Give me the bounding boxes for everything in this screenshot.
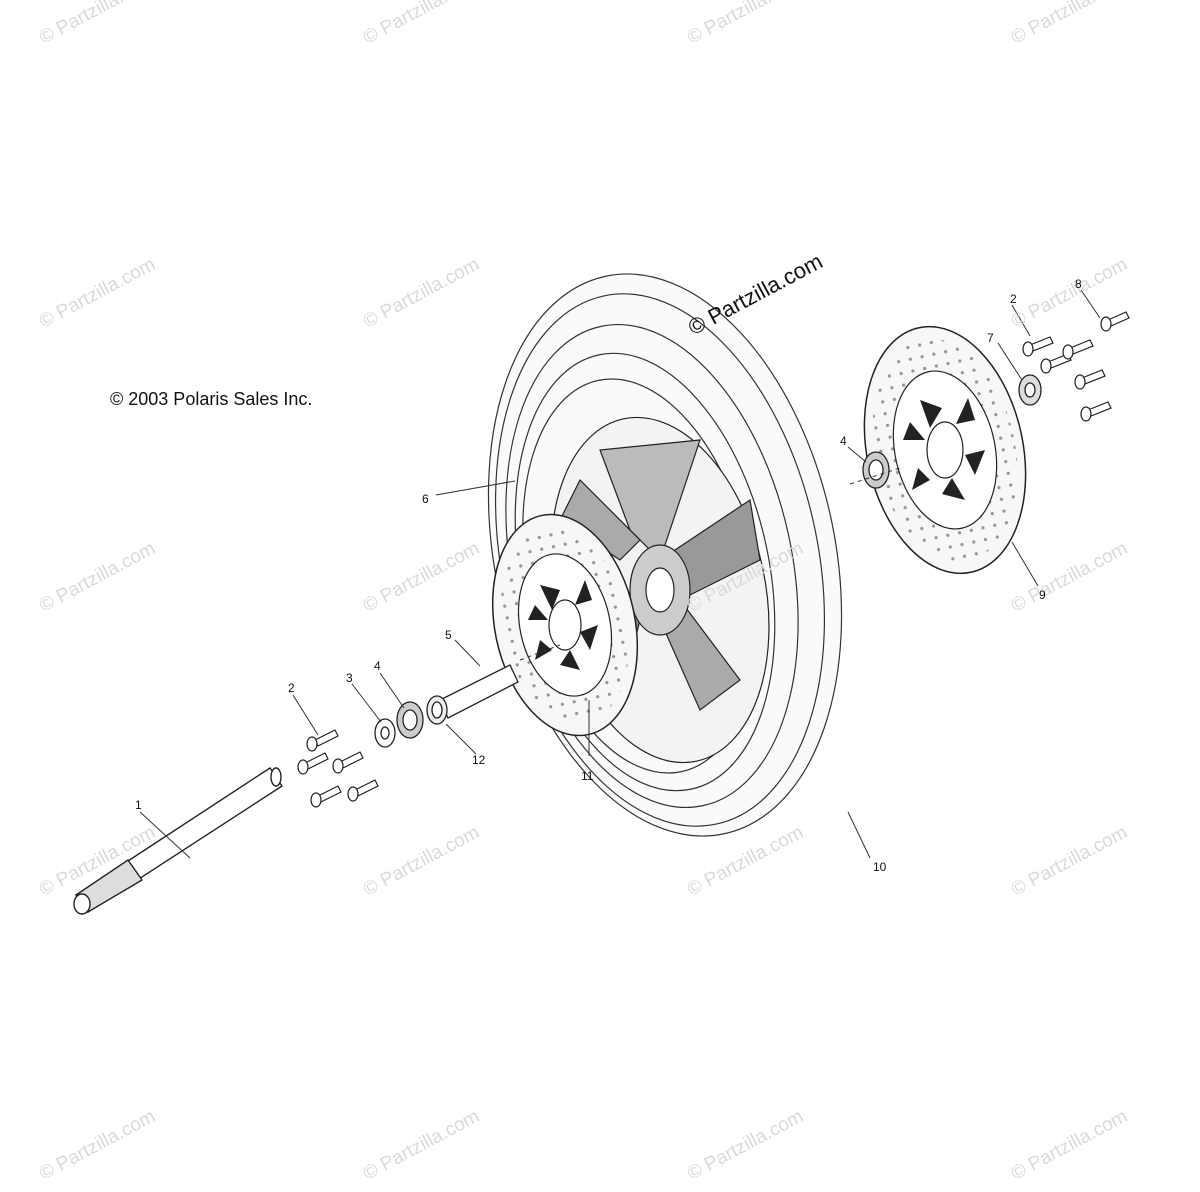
axle [73, 767, 283, 915]
callout-7: 7 [987, 331, 994, 345]
spacer-shaft [426, 664, 519, 725]
callout-8: 8 [1075, 277, 1082, 291]
callout-4-left: 4 [374, 659, 381, 673]
leader-lines [139, 289, 1101, 859]
callout-2-right: 2 [1010, 292, 1017, 306]
bearing-right [862, 451, 890, 489]
hub-spacer [1018, 374, 1042, 406]
brake-disc-right [863, 325, 1027, 575]
callout-3: 3 [346, 671, 353, 685]
callout-6: 6 [422, 492, 429, 506]
copyright-text: © 2003 Polaris Sales Inc. [110, 389, 313, 409]
disc-bolts-left [297, 729, 379, 808]
callout-2-left: 2 [288, 681, 295, 695]
callout-10: 10 [873, 860, 887, 874]
callout-12: 12 [472, 753, 486, 767]
callout-1: 1 [135, 798, 142, 812]
spacer-washer [374, 718, 396, 748]
callout-9: 9 [1039, 588, 1046, 602]
callout-5: 5 [445, 628, 452, 642]
callout-11: 11 [581, 769, 594, 783]
bearing-left [396, 701, 424, 739]
callout-4-right: 4 [840, 434, 847, 448]
disc-bolts-right [1022, 311, 1130, 422]
brake-disc-left [491, 513, 639, 737]
